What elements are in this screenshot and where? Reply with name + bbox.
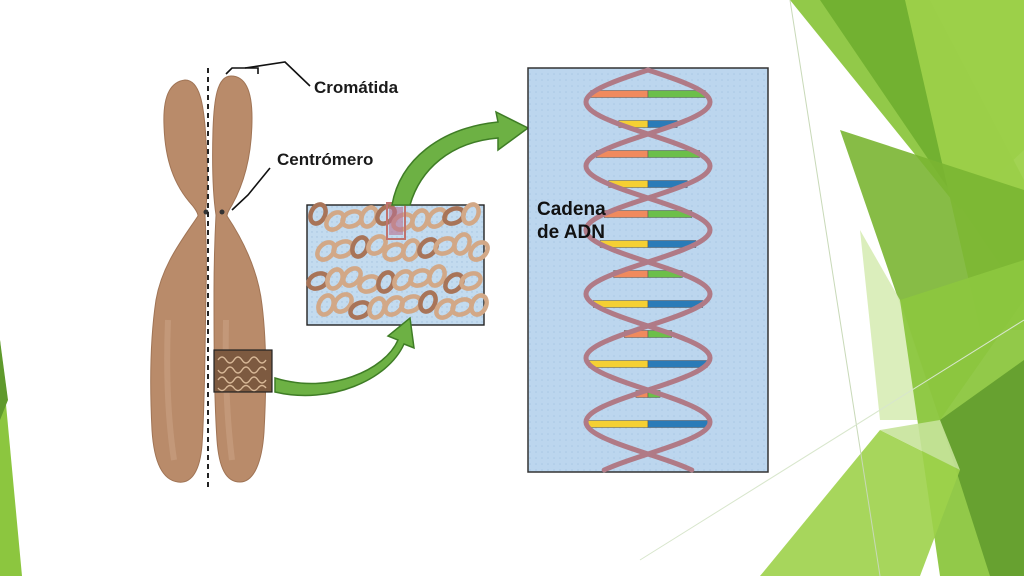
chromatin-coil	[461, 202, 481, 226]
chromatin-coil	[468, 240, 490, 262]
chromatin-coil	[417, 237, 439, 259]
theme-decoration-right	[639, 0, 1024, 576]
base-pair-half	[586, 420, 649, 428]
label-leaders	[225, 61, 311, 211]
dna-strand-label: Cadena de ADN	[537, 198, 606, 244]
chromatin-coil	[341, 266, 363, 288]
chromatin-coil	[324, 210, 346, 232]
chromatid-right	[212, 75, 267, 483]
centromere-label: Centrómero	[277, 150, 374, 169]
chromatin-coil	[426, 207, 448, 229]
chromatin-coil	[427, 264, 447, 288]
chromatin-coil	[366, 234, 388, 256]
zoom-arrow-2	[391, 110, 530, 206]
centromere-leader	[231, 167, 271, 211]
chromatin-coil	[308, 202, 328, 226]
base-pair-half	[588, 360, 649, 368]
chromatin-coil	[383, 295, 405, 317]
chromatid-left	[150, 79, 208, 483]
dna-label-line2: de ADN	[537, 222, 605, 243]
chromatid-bracket	[225, 67, 259, 75]
chromosome	[150, 68, 273, 488]
chromatin-coil	[418, 290, 438, 314]
chromatin-coil	[434, 298, 456, 320]
dna-backbone-a	[583, 67, 713, 473]
base-pair-half	[647, 420, 710, 428]
chromatid-leader	[244, 61, 311, 87]
dna-label-line1: Cadena	[537, 199, 606, 220]
dna-backbone-b	[583, 67, 713, 473]
chromatin-coil	[392, 269, 414, 291]
base-pair-half	[647, 90, 706, 98]
chromatin-coil	[332, 292, 354, 314]
chromatin-inset-small	[213, 349, 273, 393]
chromatin-coil	[452, 232, 472, 256]
chromatin-coil	[443, 272, 465, 294]
base-pair-half	[647, 360, 708, 368]
chromatin-panel	[306, 202, 490, 326]
theme-decoration-left	[0, 340, 22, 576]
dna-panel	[527, 67, 769, 473]
chromatin-coil	[469, 293, 489, 317]
chromatin-coil	[459, 271, 483, 291]
chromatid-label: Cromátida	[314, 78, 399, 97]
zoom-arrow-1	[274, 316, 415, 397]
base-pair-half	[590, 90, 649, 98]
chromatin-coil	[315, 240, 337, 262]
